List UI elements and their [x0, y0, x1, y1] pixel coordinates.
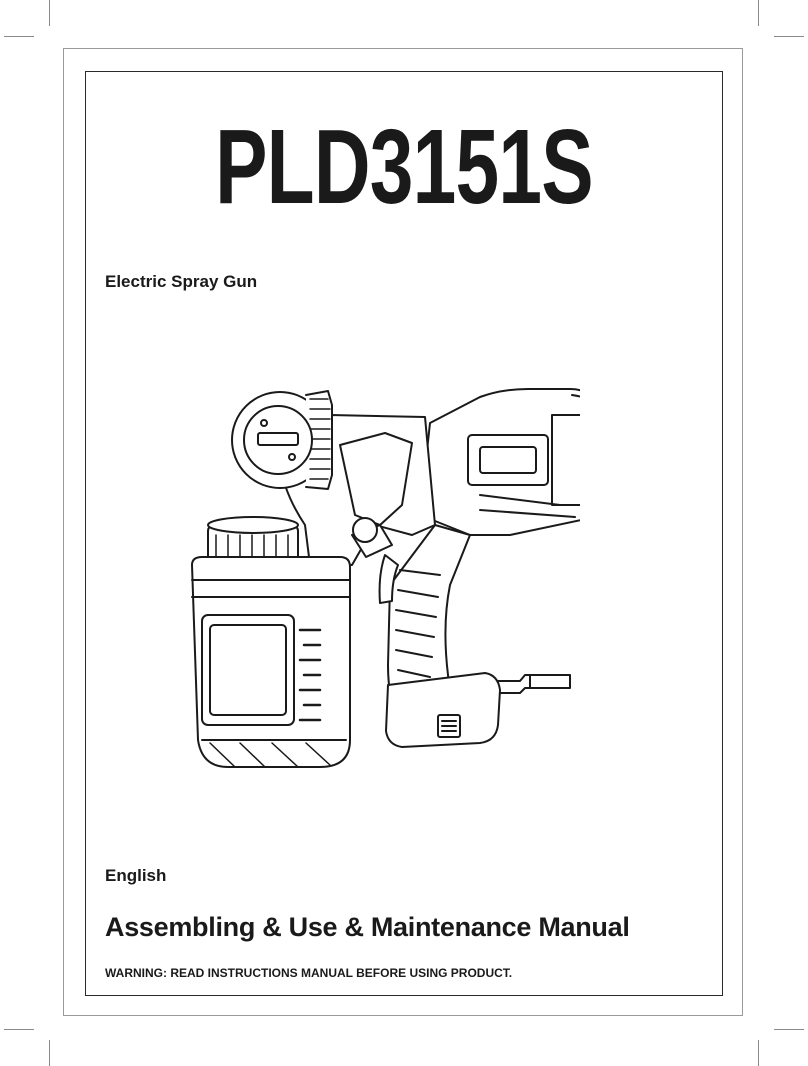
- crop-mark: [4, 1029, 34, 1030]
- language-label: English: [105, 866, 167, 885]
- power-cord: [497, 674, 571, 694]
- crop-mark: [774, 36, 804, 37]
- crop-mark: [758, 0, 759, 26]
- cover-border: [85, 71, 723, 996]
- page-bleed-frame: [63, 48, 743, 1016]
- battery-pack: [385, 672, 501, 748]
- product-name: Electric Spray Gun: [105, 272, 258, 291]
- spray-nozzle: [231, 390, 333, 490]
- flow-knob: [352, 517, 378, 543]
- crop-mark: [49, 0, 50, 26]
- spray-gun-illustration: [191, 388, 580, 768]
- trigger: [378, 554, 399, 604]
- volume-scale: [298, 628, 322, 722]
- warning-text: WARNING: READ INSTRUCTIONS MANUAL BEFORE…: [105, 966, 513, 980]
- crop-mark: [758, 1040, 759, 1066]
- model-number: PLD3151S: [215, 108, 594, 226]
- container-cap: [207, 516, 299, 566]
- crop-mark: [49, 1040, 50, 1066]
- crop-mark: [774, 1029, 804, 1030]
- crop-mark: [4, 36, 34, 37]
- manual-title: Assembling & Use & Maintenance Manual: [105, 912, 630, 942]
